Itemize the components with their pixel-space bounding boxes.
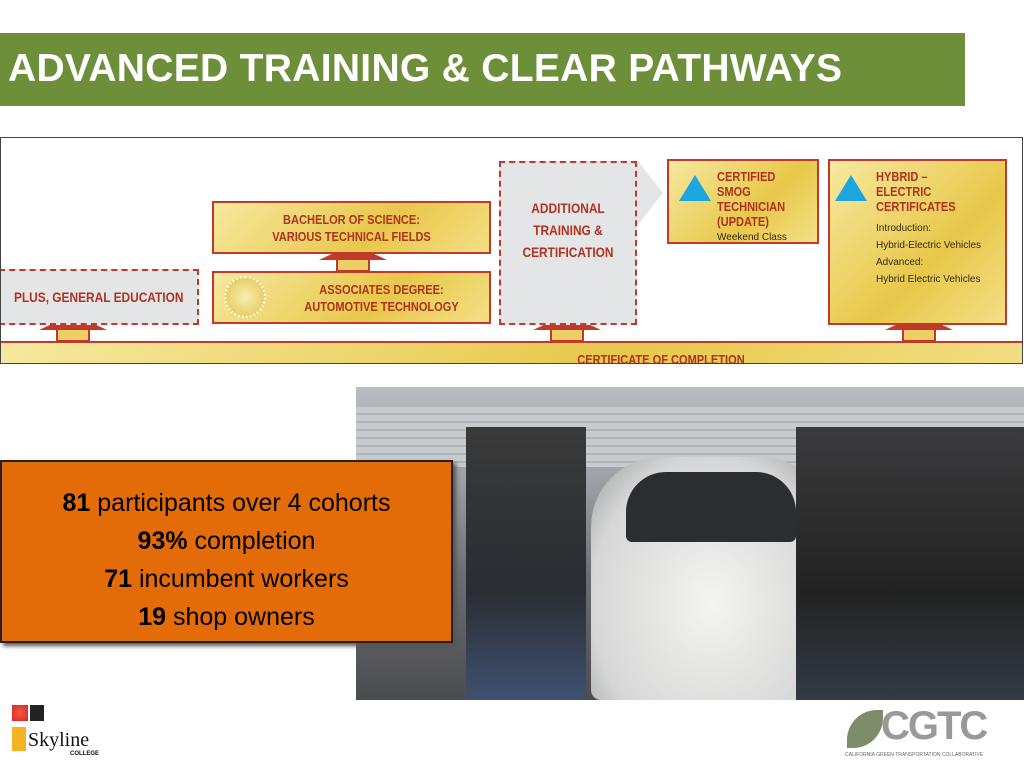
stat-line: 81 participants over 4 cohorts (2, 484, 451, 522)
stat-line: 71 incumbent workers (2, 560, 451, 598)
stat-number: 93% (137, 527, 188, 555)
hybrid-box: HYBRID – ELECTRIC CERTIFICATES Introduct… (828, 159, 1007, 325)
sun-icon (12, 705, 28, 721)
smog-box: CERTIFIED SMOG TECHNICIAN (UPDATE) Weeke… (667, 159, 819, 244)
stats-box: 81 participants over 4 cohorts 93% compl… (0, 460, 453, 643)
smog-note: Weekend Class (717, 232, 787, 243)
smog-line: TECHNICIAN (717, 199, 786, 214)
cgtc-sub: CALIFORNIA GREEN TRANSPORTATION COLLABOR… (845, 752, 984, 758)
smog-line: (UPDATE) (717, 214, 769, 229)
associates-box: ASSOCIATES DEGREE: AUTOMOTIVE TECHNOLOGY (212, 271, 491, 324)
slide-title: ADVANCED TRAINING & CLEAR PATHWAYS (0, 33, 965, 106)
right-arrow-icon (637, 160, 663, 226)
hybrid-detail: Introduction: (876, 223, 932, 234)
stat-text: participants over 4 cohorts (90, 489, 391, 517)
skyline-name: Skyline (28, 729, 90, 751)
additional-training-box: ADDITIONAL TRAINING & CERTIFICATION (499, 161, 637, 325)
car-windshield (626, 472, 796, 542)
additional-line: CERTIFICATION (522, 244, 614, 260)
hybrid-detail: Hybrid-Electric Vehicles (876, 240, 982, 251)
stat-text: completion (187, 527, 316, 555)
hybrid-line: HYBRID – ELECTRIC (876, 169, 932, 199)
people-right (796, 427, 1024, 700)
stat-number: 19 (138, 603, 167, 631)
stat-text: incumbent workers (132, 565, 349, 593)
people-left (466, 427, 586, 700)
associates-line: AUTOMOTIVE TECHNOLOGY (304, 299, 459, 314)
bachelor-line: BACHELOR OF SCIENCE: (283, 212, 420, 227)
wave-icon (12, 727, 26, 751)
additional-line: TRAINING & (533, 222, 603, 238)
stat-line: 93% completion (2, 522, 451, 560)
bachelor-line: VARIOUS TECHNICAL FIELDS (272, 229, 431, 244)
general-education-box: PLUS, GENERAL EDUCATION (1, 269, 199, 325)
completion-band: CERTIFICATE OF COMPLETION (1, 341, 1022, 364)
cap-icon (30, 705, 44, 721)
hybrid-detail: Hybrid Electric Vehicles (876, 274, 981, 285)
skyline-logo: Skyline COLLEGE (12, 705, 112, 765)
general-education-label: PLUS, GENERAL EDUCATION (14, 288, 184, 305)
bachelor-box: BACHELOR OF SCIENCE: VARIOUS TECHNICAL F… (212, 201, 491, 254)
triangle-icon (679, 175, 711, 201)
stat-line: 19 shop owners (2, 598, 451, 636)
group-photo (356, 387, 1024, 700)
completion-label: CERTIFICATE OF COMPLETION (577, 352, 745, 364)
cgtc-mark: CGTC (881, 704, 988, 748)
stat-number: 71 (104, 565, 133, 593)
cgtc-logo: CGTC CALIFORNIA GREEN TRANSPORTATION COL… (845, 704, 1015, 764)
smog-line: CERTIFIED SMOG (717, 169, 776, 199)
leaf-icon (847, 710, 883, 748)
stat-number: 81 (62, 489, 91, 517)
triangle-icon (835, 175, 867, 201)
additional-line: ADDITIONAL (531, 200, 605, 216)
skyline-sub: COLLEGE (70, 751, 100, 757)
hybrid-line: CERTIFICATES (876, 199, 956, 214)
seal-icon (224, 276, 266, 318)
associates-line: ASSOCIATES DEGREE: (319, 282, 444, 297)
pathway-diagram: CERTIFICATE OF COMPLETION PLUS, GENERAL … (0, 137, 1023, 364)
hybrid-detail: Advanced: (876, 257, 924, 268)
stat-text: shop owners (166, 603, 315, 631)
